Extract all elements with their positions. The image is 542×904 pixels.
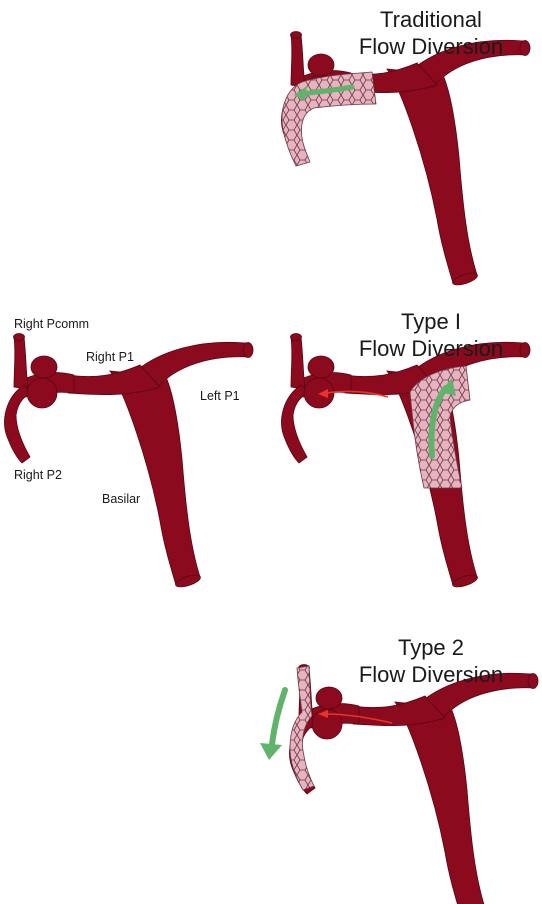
type1-title-line1: Type I — [311, 308, 542, 335]
type2-title-line1: Type 2 — [311, 634, 542, 661]
type2-title-line2: Flow Diversion — [311, 661, 542, 688]
type1-panel-vessel — [282, 334, 530, 590]
type2-flow-arrow — [272, 690, 285, 744]
label-right-p1: Right P1 — [86, 350, 134, 364]
type2-flow-arrowhead — [260, 743, 282, 760]
label-right-p2: Right P2 — [14, 468, 62, 482]
type1-title-line2: Flow Diversion — [311, 335, 542, 362]
label-left-p1: Left P1 — [200, 389, 240, 403]
label-right-pcomm: Right Pcomm — [14, 317, 89, 331]
traditional-title-line2: Flow Diversion — [311, 33, 542, 60]
anatomy-panel-vessel — [5, 334, 253, 590]
traditional-title-line1: Traditional — [311, 6, 542, 33]
type2-title: Type 2 Flow Diversion — [311, 634, 542, 688]
traditional-panel-vessel — [282, 32, 530, 288]
type1-title: Type I Flow Diversion — [311, 308, 542, 362]
label-basilar: Basilar — [102, 492, 140, 506]
type1-stent — [410, 366, 470, 488]
type2-panel-vessel — [290, 665, 538, 904]
traditional-title: Traditional Flow Diversion — [311, 6, 542, 60]
traditional-stent — [282, 72, 376, 166]
